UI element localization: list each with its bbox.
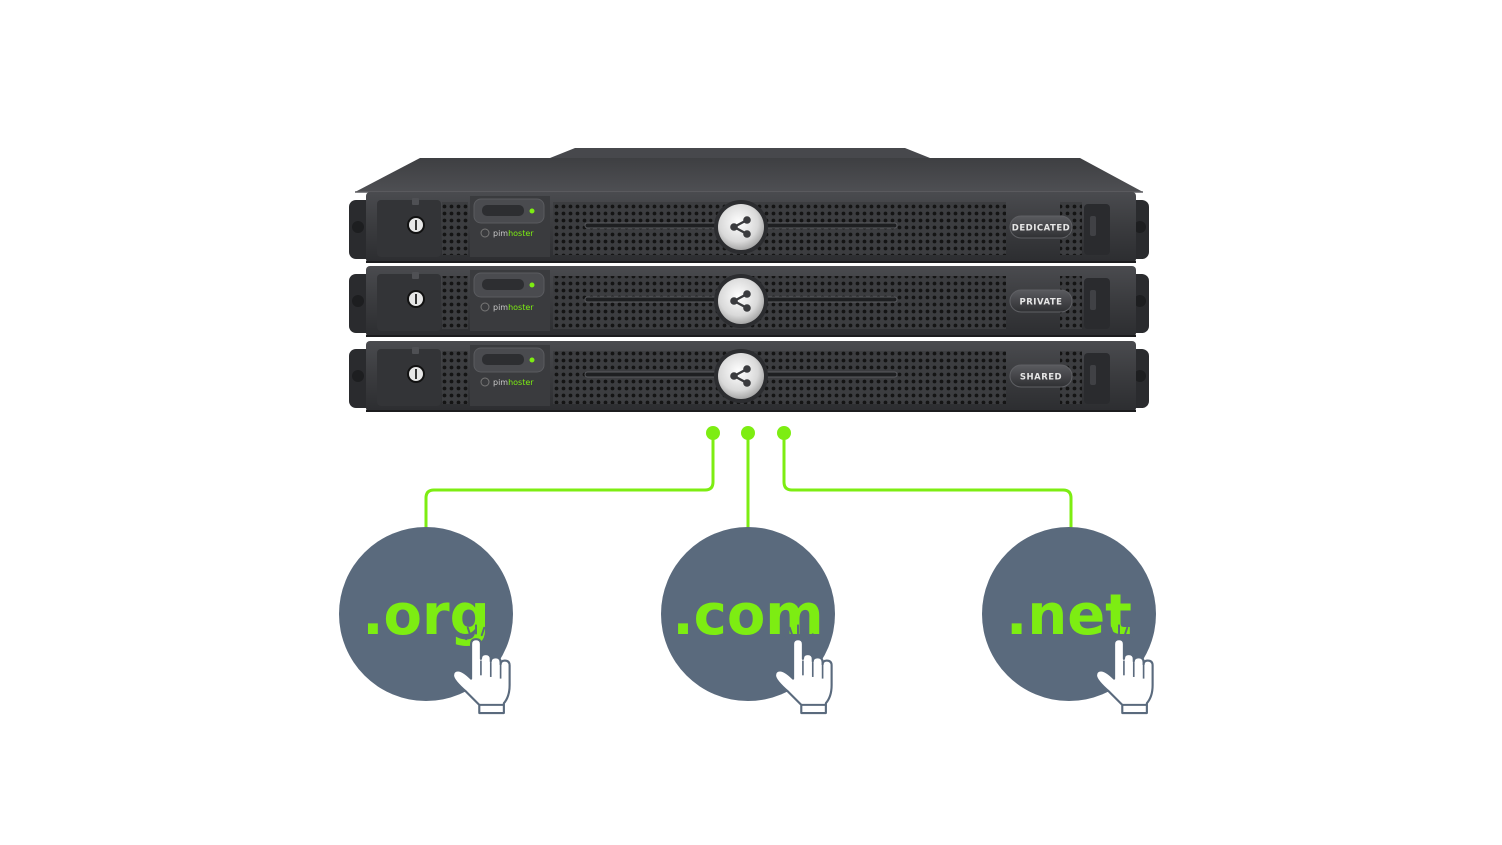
vent-grille xyxy=(442,202,468,255)
indicator-strip xyxy=(482,354,524,365)
server-unit-shared: pimhoster SHARED xyxy=(349,341,1149,412)
handle xyxy=(1084,278,1110,329)
server-unit-dedicated: pimhoster DEDICATED xyxy=(349,192,1149,263)
domain-circle[interactable] xyxy=(661,527,835,701)
padlock-icon xyxy=(412,272,419,279)
power-led-icon xyxy=(529,357,535,363)
chassis-top xyxy=(355,158,1143,192)
power-led-icon xyxy=(529,208,535,214)
hub-button xyxy=(718,204,764,250)
unit-label: SHARED xyxy=(1020,373,1062,383)
domain-label: .org xyxy=(362,583,489,648)
unit-label: DEDICATED xyxy=(1012,224,1070,234)
connector-lines xyxy=(424,426,1073,532)
unit-label-pill xyxy=(1009,215,1073,239)
connector-dot xyxy=(777,426,791,440)
rack-screw-icon xyxy=(1134,295,1146,307)
domain-circle[interactable] xyxy=(982,527,1156,701)
domain-circle[interactable] xyxy=(339,527,513,701)
domain-label: .com xyxy=(672,583,823,648)
indicator-strip xyxy=(482,205,524,216)
rack-screw-icon xyxy=(1134,221,1146,233)
hub-button xyxy=(718,353,764,399)
vent-grille xyxy=(442,276,468,329)
padlock-icon xyxy=(412,198,419,205)
rack-screw-icon xyxy=(352,370,364,382)
domain-option-net[interactable]: .net xyxy=(982,527,1156,715)
connector-line-1 xyxy=(424,431,715,532)
handle xyxy=(1084,353,1110,404)
brand-name: pimhoster xyxy=(493,303,534,312)
power-led-icon xyxy=(529,282,535,288)
indicator-strip xyxy=(482,279,524,290)
domain-option-org[interactable]: .org xyxy=(339,527,513,715)
brand-logo-icon xyxy=(480,377,490,387)
domain-options: .org .com .net xyxy=(339,527,1156,715)
rack-screw-icon xyxy=(352,295,364,307)
brand-logo-icon xyxy=(480,302,490,312)
brand-name: pimhoster xyxy=(493,229,534,238)
unit-label-pill xyxy=(1009,364,1073,388)
domain-label: .net xyxy=(1006,583,1132,648)
rack-screw-icon xyxy=(1134,370,1146,382)
unit-label-pill xyxy=(1009,289,1073,313)
connector-line-3 xyxy=(782,431,1073,532)
vent-grille xyxy=(442,351,468,404)
brand-logo-icon xyxy=(480,228,490,238)
padlock-icon xyxy=(412,347,419,354)
hub-button xyxy=(718,278,764,324)
rack-screw-icon xyxy=(352,221,364,233)
unit-label: PRIVATE xyxy=(1020,298,1063,308)
connector-dot xyxy=(741,426,755,440)
server-unit-private: pimhoster PRIVATE xyxy=(349,266,1149,337)
connector-dot xyxy=(706,426,720,440)
brand-name: pimhoster xyxy=(493,378,534,387)
handle xyxy=(1084,204,1110,255)
domain-option-com[interactable]: .com xyxy=(661,527,835,715)
